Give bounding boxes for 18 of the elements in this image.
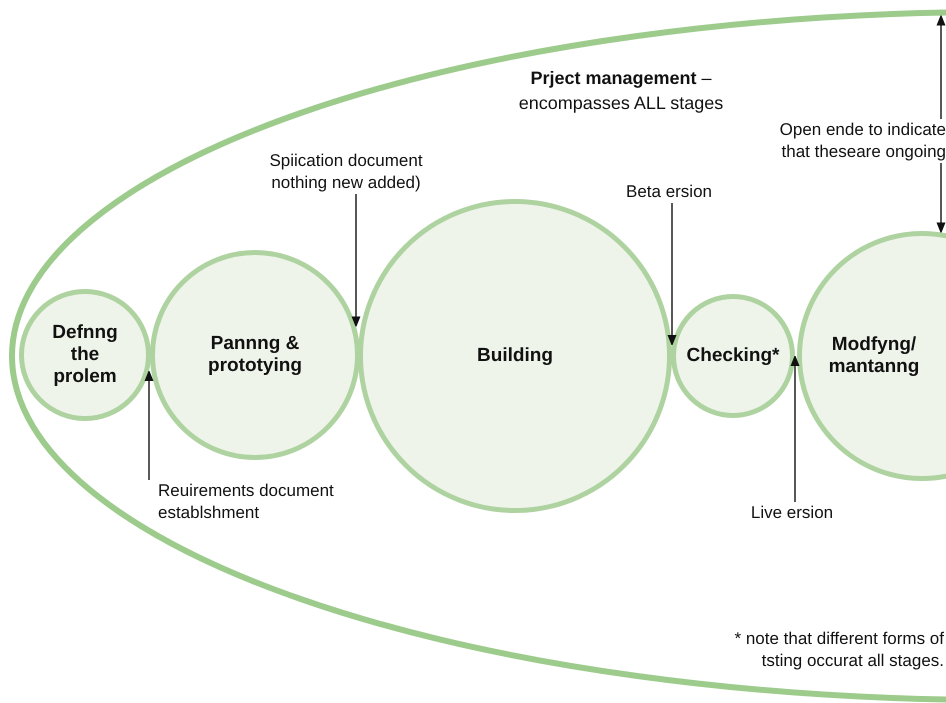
arrow (352, 194, 360, 327)
stage-label: Defnng the prolem (51, 322, 119, 388)
heading-text: Prject management – encompasses ALL stages (518, 67, 724, 115)
annotation-text: Spiication document nothing new added) (248, 150, 444, 194)
stage-label: Pannng & prototying (207, 333, 303, 377)
annotation-text: Open ende to indicate that theseare ongoing (748, 119, 946, 163)
stage-label: Checking* (686, 345, 780, 367)
arrow (668, 203, 676, 346)
annotation-text: Live ersion (740, 502, 844, 524)
annotation-text: Beta ersion (616, 181, 722, 203)
arrow (936, 163, 946, 233)
arrow (936, 15, 946, 119)
stage-label: Building (476, 345, 554, 367)
arrow (790, 356, 800, 502)
footnote-text: * note that different forms of tsting occurat all stages. (734, 628, 945, 672)
stage-label: Modfyng/ mantanng (828, 334, 920, 378)
arrow (144, 370, 154, 480)
annotation-text: Reuirements document establshment (146, 480, 368, 524)
